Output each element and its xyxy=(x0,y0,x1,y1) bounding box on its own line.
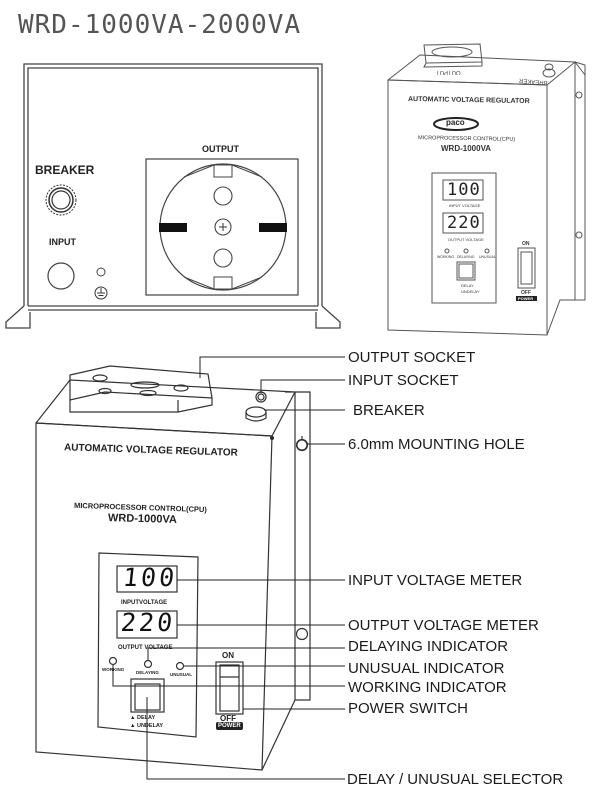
large-indicator-delaying-label: DELAYING xyxy=(136,670,159,675)
large-output-voltage-reading: 220 xyxy=(119,608,177,637)
large-selector-undelay-text: UNDELAY xyxy=(136,723,164,729)
ground-icon xyxy=(94,286,108,300)
large-control-panel xyxy=(97,552,199,738)
large-indicator-working-label: WORKING xyxy=(102,667,125,672)
small-power-switch xyxy=(517,247,536,289)
small-switch-on: ON xyxy=(522,241,530,247)
left-foot xyxy=(5,305,31,329)
rear-output-label: OUTPUT xyxy=(202,144,239,154)
leader-input-socket xyxy=(260,379,345,393)
rear-output-socket-plate xyxy=(145,158,299,296)
rear-frame xyxy=(23,63,323,306)
large-power-switch xyxy=(215,661,244,715)
small-input-voltage-label: INPUT VOLTAGE xyxy=(449,203,481,208)
large-delaying-led xyxy=(143,659,153,669)
large-switch-off-label: OFF xyxy=(220,714,236,723)
large-working-led xyxy=(108,656,118,666)
small-selector-undelay: UNDELAY xyxy=(461,289,480,294)
small-indicator-working: WORKING xyxy=(437,255,455,259)
large-indicator-unusual-label: UNUSUAL xyxy=(170,672,192,677)
large-input-voltage-label: INPUTVOLTAGE xyxy=(121,600,168,606)
small-output-voltage-reading: 220 xyxy=(447,213,481,233)
right-foot xyxy=(315,305,341,329)
rear-breaker-knob xyxy=(45,184,77,216)
large-unusual-led xyxy=(175,661,185,671)
callout-input-voltage-meter: INPUT VOLTAGE METER xyxy=(348,572,523,589)
callout-delaying-indicator: DELAYING INDICATOR xyxy=(348,638,509,655)
rear-input-label: INPUT xyxy=(49,237,76,247)
rear-breaker-label: BREAKER xyxy=(35,163,95,177)
diagram-title: WRD-1000VA-2000VA xyxy=(18,10,302,40)
leader-selector xyxy=(146,697,345,780)
large-switch-on-label: ON xyxy=(222,651,234,660)
small-indicator-delaying: DELAYING xyxy=(457,255,475,259)
large-selector-undelay-label: ▲ UNDELAY xyxy=(130,723,164,729)
large-input-voltage-reading: 100 xyxy=(121,563,179,592)
leader-output-socket xyxy=(199,356,345,378)
large-model: WRD-1000VA xyxy=(107,512,178,526)
small-selector-delay: DELAY xyxy=(461,283,474,288)
small-output-voltage-label: OUTPUT VOLTAGE xyxy=(448,237,484,242)
callout-breaker: BREAKER xyxy=(353,402,425,419)
callout-working-indicator: WORKING INDICATOR xyxy=(348,679,507,696)
large-output-voltage-label: OUTPUT VOLTAGE xyxy=(118,645,173,651)
small-indicator-unusual: UNUSUAL xyxy=(479,255,496,259)
callout-power-switch: POWER SWITCH xyxy=(348,700,468,717)
large-switch-power-label: POWER xyxy=(218,723,241,729)
small-control-panel xyxy=(431,172,497,304)
large-selector-delay-text: DELAY xyxy=(136,715,156,721)
small-switch-power: POWER xyxy=(518,296,534,301)
large-selector-delay-label: ▲ DELAY xyxy=(130,715,156,721)
callout-input-socket: INPUT SOCKET xyxy=(348,372,459,389)
rear-input-socket xyxy=(47,262,75,290)
leader-delaying xyxy=(147,647,345,660)
small-input-voltage-reading: 100 xyxy=(447,180,481,200)
large-input-voltage-meter xyxy=(116,565,178,593)
earth-clip-left xyxy=(159,223,187,232)
large-breaker xyxy=(245,406,267,418)
leader-working xyxy=(112,665,345,687)
small-brand-logo: paco xyxy=(446,118,465,127)
callout-delay-unusual-selector: DELAY / UNUSUAL SELECTOR xyxy=(347,771,564,788)
small-model: WRD-1000VA xyxy=(441,144,492,153)
callout-output-voltage-meter: OUTPUT VOLTAGE METER xyxy=(348,617,539,634)
earth-clip-right xyxy=(259,223,287,232)
mounting-hole-upper xyxy=(296,436,308,451)
small-switch-off: OFF xyxy=(521,290,531,296)
callout-unusual-indicator: UNUSUAL INDICATOR xyxy=(348,660,505,677)
callout-output-socket: OUTPUT SOCKET xyxy=(348,349,476,366)
callout-mounting-hole: 6.0mm MOUNTING HOLE xyxy=(348,436,525,453)
